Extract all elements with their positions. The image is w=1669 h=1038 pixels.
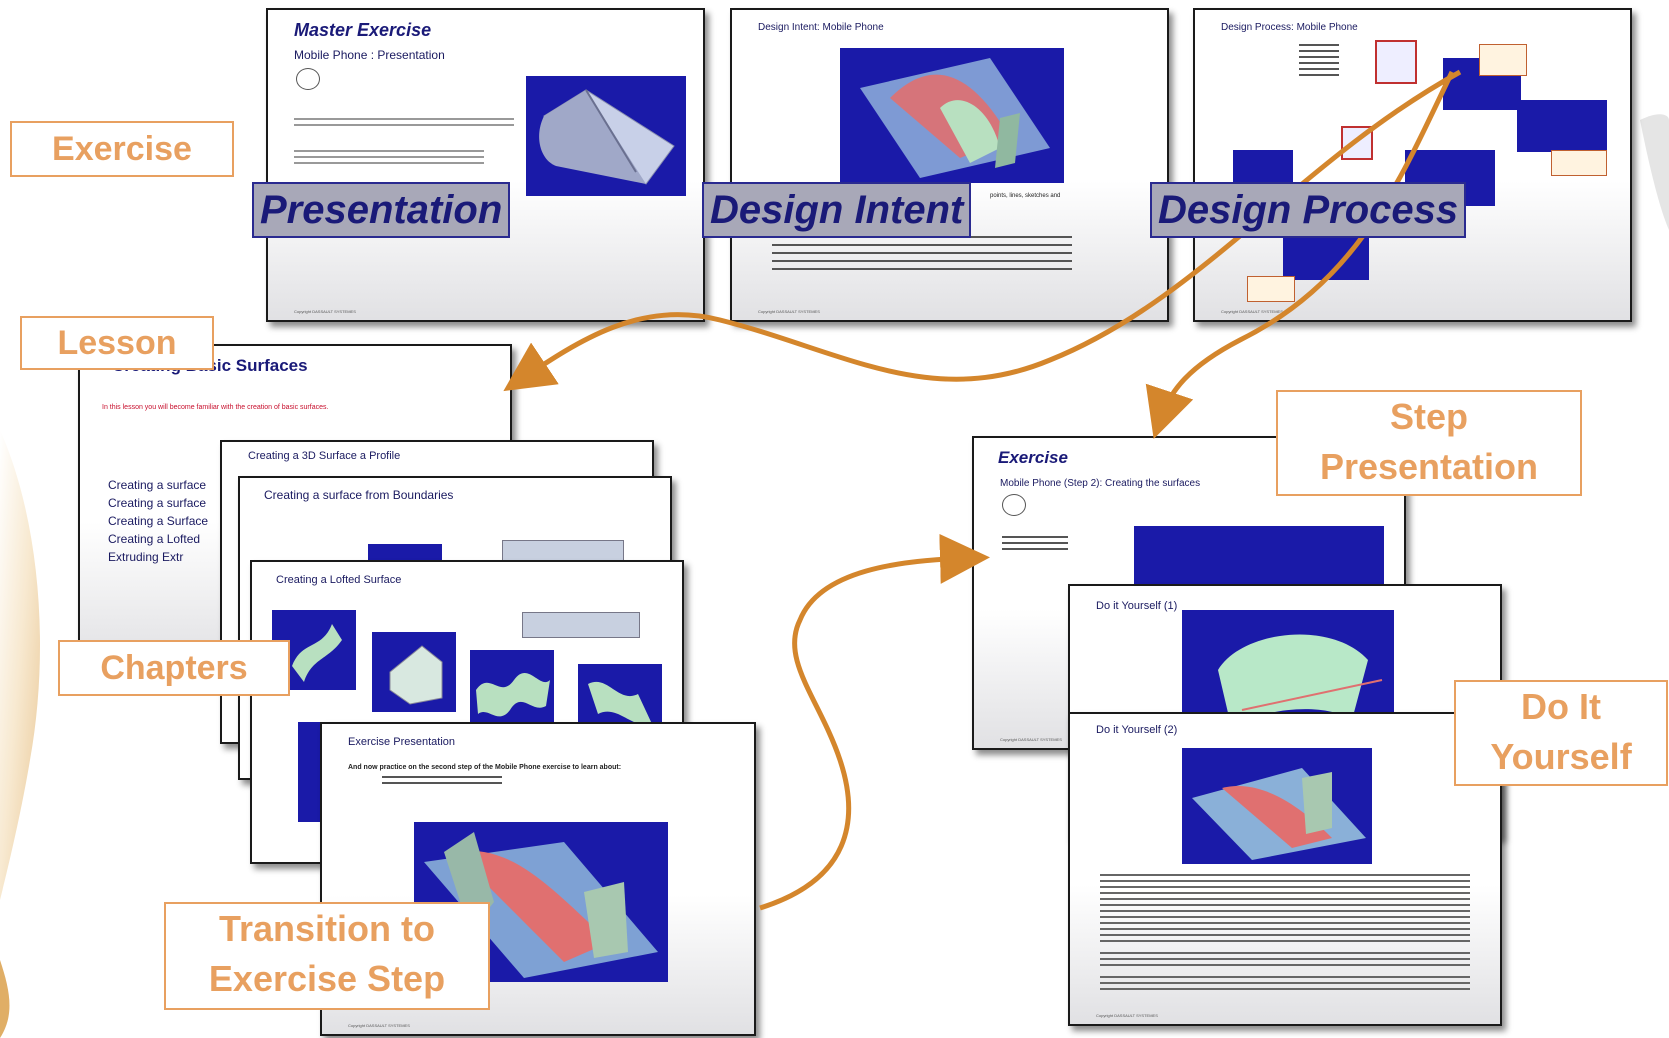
process-callout [1247,276,1295,302]
slide-title: Do it Yourself (1) [1096,600,1178,612]
wave-shape-icon [476,672,550,717]
label-chapters-text: Chapters [100,649,248,687]
slide-subtitle: Mobile Phone : Presentation [294,48,445,62]
label-exercise: Exercise [10,121,234,177]
label-transition: Transition to Exercise Step [164,902,490,1010]
slide-title: Creating a Lofted Surface [276,574,402,586]
slide-title: Exercise [998,448,1068,467]
slide-title: Design Intent: Mobile Phone [758,22,884,33]
chapter-image [372,632,456,712]
recap-intro: And now practice on the second step of t… [348,764,622,771]
slide-title: Design Process: Mobile Phone [1221,22,1358,33]
process-callout [1551,150,1607,176]
intent-bullet-fragment: points, lines, sketches and [990,193,1061,199]
lesson-item: Creating a surface [108,478,207,492]
text-lines [1100,874,1470,944]
label-design-process: Design Process [1150,182,1467,238]
label-exercise-text: Exercise [52,130,192,168]
lofted-shape-icon [292,624,342,682]
text-lines [294,118,514,126]
text-lines [382,776,502,788]
process-thumb [1375,40,1417,84]
label-step-line1: Step [1389,396,1468,437]
slide-footer: Copyright DASSAULT SYSTEMES [1000,737,1062,742]
label-do-line2: Yourself [1490,736,1632,777]
process-image [1517,100,1607,152]
label-do-it-yourself: Do It Yourself [1454,680,1668,786]
block-shape-icon [389,645,443,705]
lesson-item: Extruding Extr [108,550,184,564]
arrow-to-step [1145,70,1455,439]
surface-shape-icon [1192,768,1366,860]
text-lines [1299,44,1339,80]
slide-footer: Copyright DASSAULT SYSTEMES [1096,1013,1158,1018]
label-transition-line1: Transition to [219,908,435,949]
lesson-item: Creating a Surface [108,514,209,528]
text-lines [294,150,484,164]
slide-subtitle: Mobile Phone (Step 2): Creating the surf… [1000,478,1201,489]
label-transition-line2: Exercise Step [208,958,446,999]
lesson-item: Creating a Lofted [108,532,201,546]
text-lines [772,236,1072,276]
slide-master-exercise: Master Exercise Mobile Phone : Presentat… [266,8,705,322]
text-lines [1100,976,1470,990]
logo-icon [296,68,320,90]
cylinder-shape-icon [1218,634,1383,730]
lesson-items: Creating a surface Creating a surface Cr… [108,476,248,566]
toolbar-image [522,612,640,638]
phone-image [526,76,686,196]
label-step-line2: Presentation [1319,446,1539,487]
text-lines [1002,536,1068,552]
label-step-presentation: Step Presentation [1276,390,1582,496]
slide-title: Master Exercise [294,20,432,40]
slide-footer: Copyright DASSAULT SYSTEMES [294,309,356,314]
slide-footer: Copyright DASSAULT SYSTEMES [1221,309,1283,314]
slide-diy-2: Do it Yourself (2) Copyright DASSAULT SY… [1068,712,1502,1026]
slide-title: Creating a 3D Surface a Profile [248,450,401,462]
wave-shape-icon [588,681,652,725]
label-lesson: Lesson [20,316,214,370]
step-image [1134,526,1384,586]
slide-title: Do it Yourself (2) [1096,724,1178,736]
phone-shape-icon [539,89,675,185]
label-chapters: Chapters [58,640,290,696]
label-lesson-text: Lesson [57,324,177,362]
arrow-to-exercise-step [759,533,990,911]
lesson-item: Creating a surface [108,496,207,510]
slide-title: Exercise Presentation [348,736,455,748]
diy-image [1182,748,1372,864]
lesson-intro: In this lesson you will become familiar … [102,404,329,411]
slide-footer: Copyright DASSAULT SYSTEMES [758,309,820,314]
label-presentation: Presentation [252,182,511,238]
intent-image [840,48,1064,183]
slide-chapter-3: Creating a Lofted Surface [250,560,684,864]
slide-title: Creating a surface from Boundaries [264,488,454,502]
label-do-line1: Do It [1521,686,1601,727]
logo-icon [1002,494,1026,516]
slide-footer: Copyright DASSAULT SYSTEMES [348,1023,410,1028]
label-design-intent: Design Intent [702,182,972,238]
surface-shape-icon [860,58,1050,178]
chapter-image [470,650,554,730]
process-callout [1479,44,1527,76]
text-lines [1100,952,1470,966]
